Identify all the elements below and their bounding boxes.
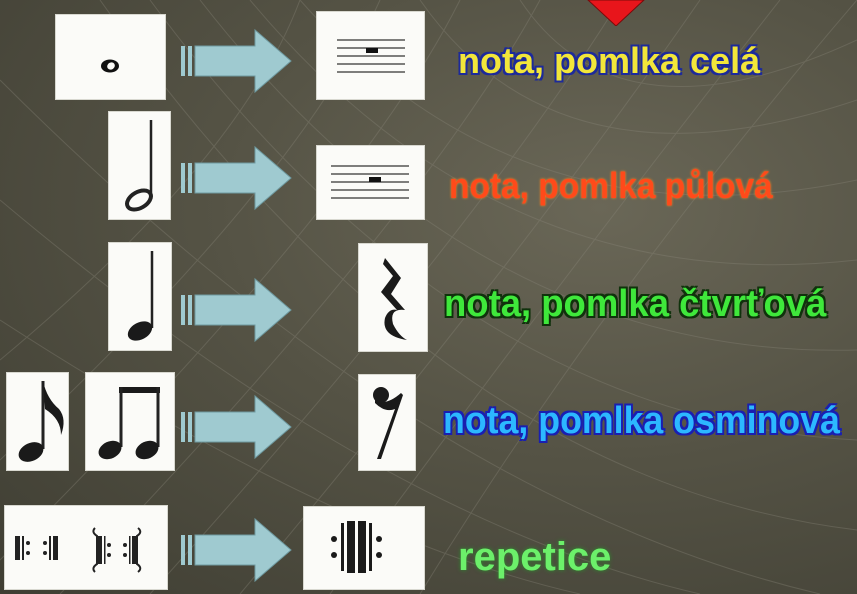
whole-rest-card — [316, 11, 425, 100]
half-note-icon — [125, 120, 153, 212]
arrow-icon — [181, 277, 292, 343]
repeat-signs-icon — [15, 527, 142, 573]
whole-rest-icon — [337, 39, 405, 73]
whole-note-card — [55, 14, 166, 100]
quarter-note-icon — [127, 251, 154, 341]
row-label-quarter: nota, pomlka čtvrťová — [444, 283, 827, 325]
row-label-whole: nota, pomlka celá — [458, 40, 761, 81]
eighth-note-card — [6, 372, 69, 471]
beamed-eighths-icon — [98, 387, 160, 460]
whole-note-icon — [101, 59, 119, 73]
repeat-signs-card — [4, 505, 168, 590]
eighth-rest-icon — [373, 387, 403, 459]
row-label-half: nota, pomlka půlová — [449, 165, 773, 206]
row-label-eighth: nota, pomlka osminová — [443, 400, 840, 442]
row-label-repeat: repetice — [458, 535, 612, 579]
arrow-icon — [181, 394, 292, 460]
arrow-icon — [181, 28, 292, 94]
quarter-note-card — [108, 242, 172, 351]
half-note-card — [108, 111, 171, 220]
half-rest-card — [316, 145, 425, 220]
arrow-icon — [181, 145, 292, 211]
double-repeat-icon — [331, 521, 382, 573]
arrow-icon — [181, 517, 292, 583]
quarter-rest-icon — [381, 258, 407, 340]
eighth-note-icon — [18, 381, 64, 462]
heart-icon — [587, 0, 645, 26]
half-rest-icon — [331, 165, 409, 199]
eighth-rest-card — [358, 374, 416, 471]
beamed-eighths-card — [85, 372, 175, 471]
quarter-rest-card — [358, 243, 428, 352]
double-repeat-card — [303, 506, 425, 590]
